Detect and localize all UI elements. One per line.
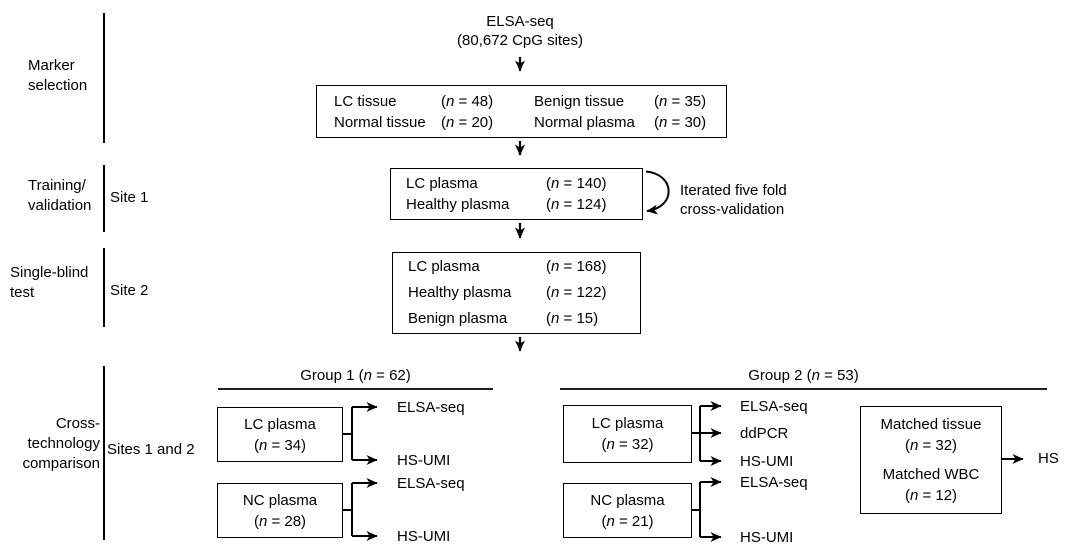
marker-samples-box: LC tissue (n = 48) Benign tissue (n = 35… [316,85,727,138]
branch-bracket [343,483,353,536]
sample-label: NC plasma [242,491,318,509]
sample-count: (n = 32) [904,437,958,454]
group1-nc-plasma-box: NC plasma (n = 28) [217,483,343,538]
figure-title: ELSA-seq [486,13,554,30]
technology-label: HS-UMI [397,528,451,545]
sample-count: (n = 122) [546,284,607,301]
sample-count: (n = 21) [601,512,654,530]
branch-bracket [692,482,701,537]
loop-arrow-icon [645,170,670,215]
site-label-2: Site 2 [110,282,149,299]
sample-label: Normal plasma [534,113,635,131]
sample-row: Healthy plasma (n = 122) [408,280,640,306]
technology-label: HS-UMI [740,453,794,470]
sample-label: Matched WBC [882,466,980,483]
technology-label: ELSA-seq [397,475,465,492]
sample-label: LC plasma [244,415,316,433]
sample-label: LC plasma [591,415,664,432]
group2-header: Group 2 (n = 53) [748,367,859,384]
group2-nc-branches [692,477,722,542]
training-validation-box: LC plasma (n = 140) Healthy plasma (n = … [390,168,643,220]
branch-bracket [343,407,353,460]
stage-label-marker-selection: Marker selection [28,57,88,94]
branch-bracket [692,406,701,461]
group2-lc-plasma-box: LC plasma (n = 32) [563,405,692,463]
sample-label: LC plasma [408,258,480,275]
sample-count: (n = 140) [546,175,607,192]
sample-label: LC tissue [334,92,397,110]
sample-count: (n = 28) [253,512,307,530]
sample-label: LC plasma [406,175,478,192]
sample-row: Benign plasma (n = 15) [408,306,640,332]
single-blind-test-box: LC plasma (n = 168) Healthy plasma (n = … [392,252,641,334]
sample-label: Benign plasma [408,310,508,327]
sample-count: (n = 15) [546,310,599,327]
site-label-1-and-2: Sites 1 and 2 [107,441,195,458]
sample-row: Healthy plasma (n = 124) [406,194,642,215]
technology-label: ELSA-seq [740,398,808,415]
sample-row: Normal tissue (n = 20) Normal plasma (n … [334,112,726,133]
cross-validation-note: Iterated five fold cross-validation [680,182,787,218]
sample-count: (n = 30) [654,113,707,131]
sample-count: (n = 20) [441,113,494,131]
stage-label-single-blind-test: Single-blind test [10,264,89,301]
sample-row: LC plasma (n = 168) [408,254,640,280]
sample-count: (n = 12) [904,487,958,504]
group2-nc-plasma-box: NC plasma (n = 21) [563,483,692,538]
group1-lc-branches [343,402,378,465]
group1-header: Group 1 (n = 62) [300,367,411,384]
sample-row: LC tissue (n = 48) Benign tissue (n = 35… [334,91,726,112]
sample-label: Normal tissue [334,113,426,131]
stage-label-cross-technology: Cross- technology comparison [22,415,100,472]
technology-label: ELSA-seq [397,399,465,416]
sample-label: NC plasma [590,491,665,509]
site-label-1: Site 1 [110,189,149,206]
sample-count: (n = 48) [441,92,494,110]
technology-label: HS [1038,450,1059,467]
sample-count: (n = 168) [546,258,607,275]
sample-label: Matched tissue [880,416,982,433]
sample-count: (n = 34) [253,436,307,454]
group1-lc-plasma-box: LC plasma (n = 34) [217,407,343,462]
sample-count: (n = 35) [654,92,707,110]
group2-lc-branches [692,401,722,466]
matched-samples-box: Matched tissue (n = 32) Matched WBC (n =… [860,406,1002,514]
figure-subtitle: (80,672 CpG sites) [457,32,583,49]
sample-count: (n = 124) [546,196,607,213]
sample-label: Healthy plasma [408,284,512,301]
sample-label: Benign tissue [534,92,625,110]
technology-label: ELSA-seq [740,474,808,491]
sample-label: Healthy plasma [406,196,510,213]
technology-label: ddPCR [740,425,789,442]
technology-label: HS-UMI [397,452,451,469]
technology-label: HS-UMI [740,529,794,546]
group1-nc-branches [343,478,378,541]
sample-count: (n = 32) [601,436,654,453]
sample-row: LC plasma (n = 140) [406,173,642,194]
stage-label-training-validation: Training/ validation [28,177,92,214]
